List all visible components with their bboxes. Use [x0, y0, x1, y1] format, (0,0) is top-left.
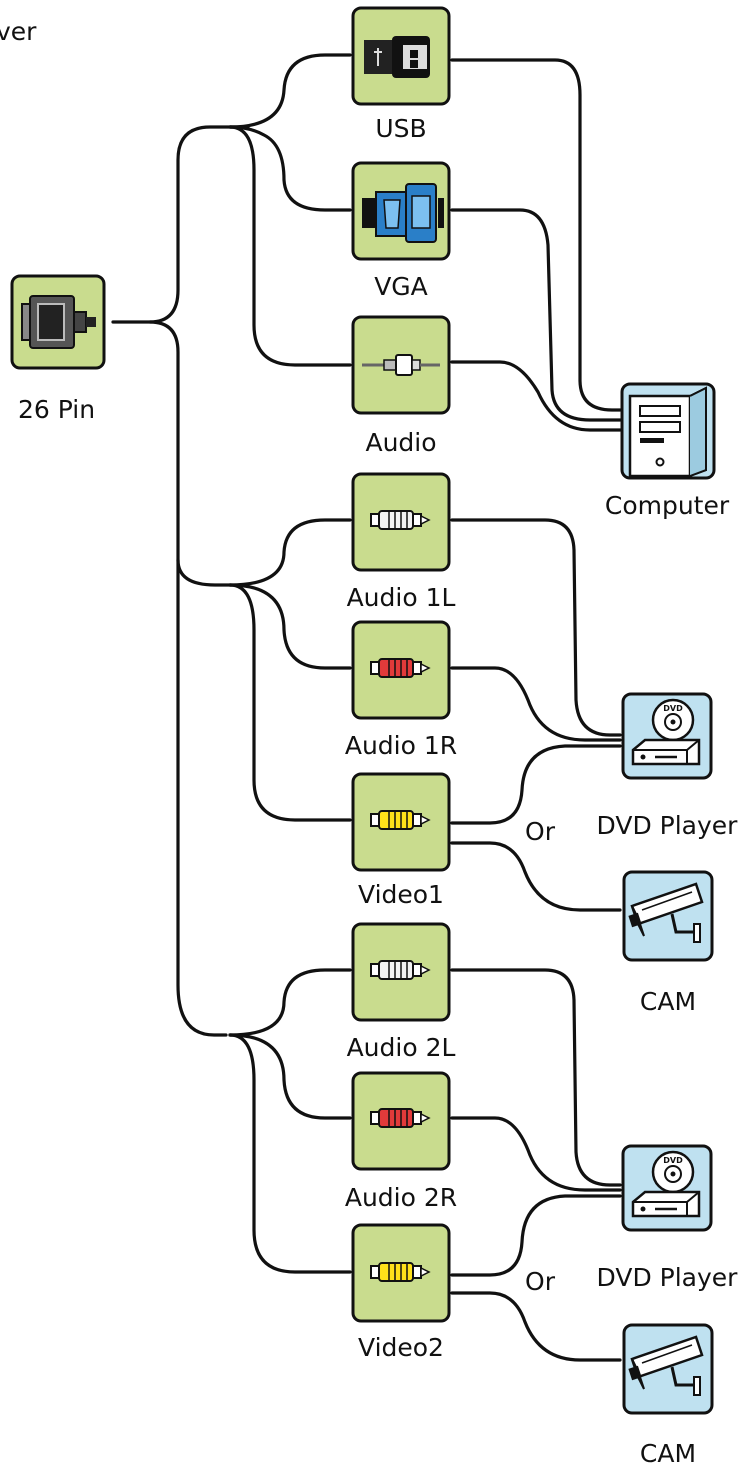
connector-audio-2l: Audio 2L [347, 922, 456, 1062]
device-dvd-player-2: DVD Player [597, 1144, 739, 1292]
title-fragment: ver [0, 17, 37, 46]
connector-audio-1r: Audio 1R [345, 620, 457, 760]
wires [111, 53, 622, 1362]
device-dvd-player-1: DVD Player [597, 692, 739, 840]
usb-plug-icon [364, 36, 430, 78]
connector-label: Audio 2L [347, 1033, 456, 1062]
dvd-player-icon [621, 692, 713, 780]
device-label: CAM [640, 987, 696, 1016]
security-camera-icon [622, 1323, 714, 1415]
connector-label: Audio [365, 428, 436, 457]
device-cam-2: CAM [622, 1323, 714, 1468]
security-camera-icon [622, 870, 714, 962]
device-label: CAM [640, 1439, 696, 1468]
device-cam-1: CAM [622, 870, 714, 1016]
device-computer: Computer [605, 382, 730, 520]
connector-label: Audio 1L [347, 583, 456, 612]
connector-label: VGA [374, 272, 428, 301]
device-label: Computer [605, 491, 730, 520]
connector-usb: USB [351, 6, 451, 143]
rca-red-icon [370, 658, 430, 678]
connector-audio-2r: Audio 2R [345, 1071, 457, 1212]
26-pin-connector-icon [21, 295, 96, 349]
connector-video2: Video2 [351, 1223, 451, 1362]
computer-tower-icon [620, 382, 716, 480]
source-26-pin: 26 Pin [10, 274, 106, 424]
connector-label: Audio 2R [345, 1183, 457, 1212]
or-label: Or [525, 1267, 556, 1296]
vga-plug-icon [362, 183, 444, 243]
connector-audio-1l: Audio 1L [347, 472, 456, 612]
device-label: DVD Player [597, 811, 739, 840]
rca-white-icon [370, 510, 430, 530]
rca-white-icon [370, 960, 430, 980]
audio-jack-icon [362, 354, 440, 376]
rca-yellow-icon [370, 1262, 430, 1282]
device-label: DVD Player [597, 1263, 739, 1292]
connector-label: Video2 [358, 1333, 444, 1362]
source-label: 26 Pin [18, 395, 95, 424]
connector-label: Video1 [358, 880, 444, 909]
connector-label: USB [375, 114, 426, 143]
connector-audio: Audio [351, 315, 451, 457]
connector-label: Audio 1R [345, 731, 457, 760]
connector-vga: VGA [351, 161, 451, 301]
dvd-player-icon [621, 1144, 713, 1232]
connector-video1: Video1 [351, 772, 451, 909]
or-label: Or [525, 817, 556, 846]
rca-red-icon [370, 1108, 430, 1128]
rca-yellow-icon [370, 810, 430, 830]
